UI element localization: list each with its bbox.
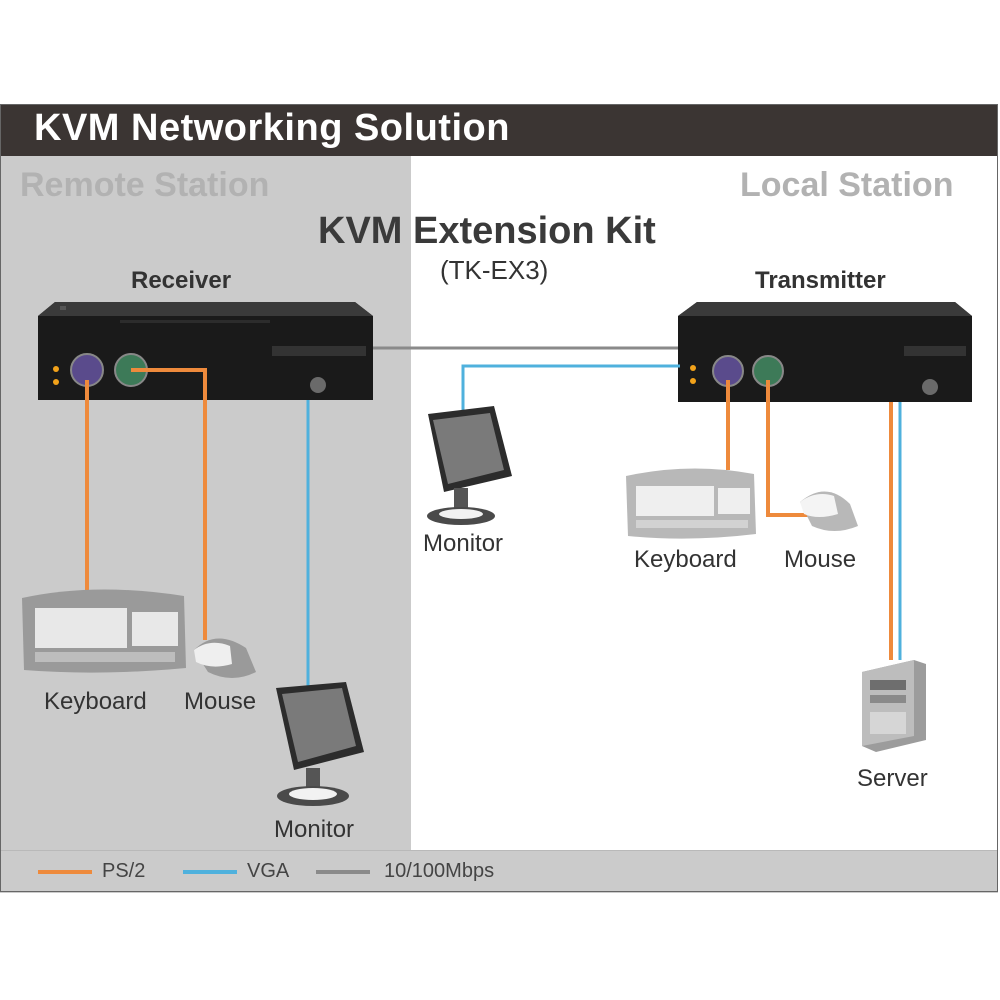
local-station-label: Local Station: [740, 166, 954, 204]
vga-cable-local-monitor: [461, 364, 680, 416]
receiver-label: Receiver: [131, 267, 232, 294]
remote-station-label: Remote Station: [20, 166, 270, 204]
legend-bar: [0, 850, 998, 893]
keyboard-icon: [22, 589, 186, 673]
legend-ps2-label: PS/2: [102, 860, 146, 882]
kit-model: (TK-EX3): [440, 255, 549, 285]
transmitter-label: Transmitter: [755, 267, 886, 294]
remote-keyboard-label: Keyboard: [44, 688, 147, 715]
monitor-icon: [427, 406, 512, 525]
local-keyboard-label: Keyboard: [634, 546, 737, 573]
remote-monitor-label: Monitor: [274, 816, 355, 843]
receiver-box-icon: [38, 302, 373, 400]
header-bar: [0, 104, 998, 156]
local-mouse-label: Mouse: [784, 546, 857, 573]
local-server-label: Server: [857, 765, 928, 792]
legend-network-label: 10/100Mbps: [384, 860, 495, 882]
keyboard-icon: [626, 468, 756, 539]
page-title: KVM Networking Solution: [34, 107, 510, 149]
server-tower-icon: [862, 660, 926, 752]
monitor-icon: [276, 682, 364, 806]
remote-mouse-label: Mouse: [184, 688, 257, 715]
ps2-cable-local-mouse: [766, 380, 810, 517]
legend-vga-label: VGA: [247, 860, 290, 882]
ps2-cable-remote-mouse: [131, 368, 207, 640]
mouse-icon: [194, 638, 256, 678]
kit-title: KVM Extension Kit: [318, 210, 656, 252]
local-monitor-label: Monitor: [423, 530, 504, 557]
mouse-icon: [800, 491, 858, 531]
